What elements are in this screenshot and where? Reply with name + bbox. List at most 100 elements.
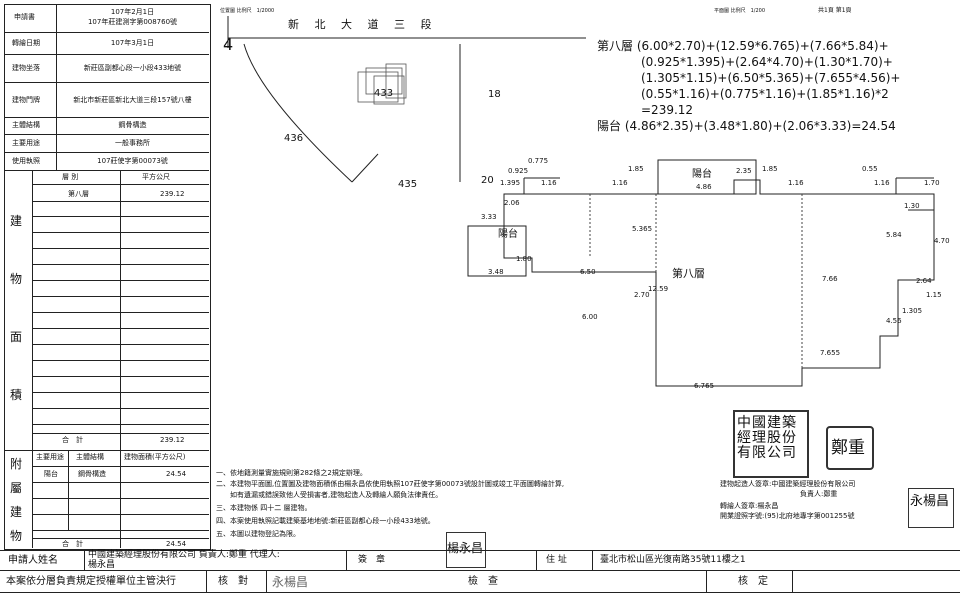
dim-116a: 1.16 bbox=[541, 179, 557, 187]
dim-130: 1.30 bbox=[904, 202, 920, 210]
attached-total-value: 24.54 bbox=[166, 540, 187, 548]
builder-signature: 建物起造人簽章:中國建築經理股份有限公司 bbox=[720, 480, 856, 488]
label-address: 建物門牌 bbox=[12, 96, 40, 104]
applicant-agent: 楊永昌 bbox=[88, 560, 116, 570]
applicant-name: 中國建築經理股份有限公司 負責人:鄭重 代理人: bbox=[88, 550, 280, 560]
note-5: 五、本圖以建物登記為限。 bbox=[216, 530, 300, 538]
application-number: 107年莊建測字第008760號 bbox=[87, 18, 178, 26]
attached-row-area: 24.54 bbox=[166, 470, 187, 478]
drafter-signature: 轉繪人簽章:楊永昌 bbox=[720, 502, 779, 510]
label-use: 主要用途 bbox=[12, 139, 40, 147]
dim-470: 4.70 bbox=[934, 237, 950, 245]
signer-seal: 永楊昌 bbox=[908, 488, 954, 528]
label-license: 使用執照 bbox=[12, 157, 40, 165]
sign-label: 簽 章 bbox=[358, 555, 386, 565]
formula-floor8-2: (0.925*1.395)+(2.64*4.70)+(1.30*1.70)+ bbox=[641, 55, 893, 69]
label-application: 申請書 bbox=[14, 13, 35, 21]
formula-floor8-4: (0.55*1.16)+(0.775*1.16)+(1.85*1.16)*2 bbox=[641, 87, 889, 101]
inspector-stamp: 永楊昌 bbox=[272, 575, 309, 589]
main-use: 一般事務所 bbox=[115, 139, 150, 147]
lot-435: 435 bbox=[398, 179, 418, 190]
applicant-address: 臺北市松山區光復南路35號11樓之1 bbox=[600, 555, 746, 565]
approve-label: 核 定 bbox=[738, 576, 768, 587]
attached-header-structure: 主體結構 bbox=[76, 453, 104, 461]
main-structure: 鋼骨構造 bbox=[118, 121, 147, 129]
dim-264: 2.64 bbox=[916, 277, 932, 285]
area-total-value: 239.12 bbox=[160, 436, 185, 444]
parcel-divider bbox=[351, 153, 379, 183]
area-header-layer: 層 別 bbox=[62, 173, 79, 181]
note-1: 一、依地籍測量實施規則第282條之2規定辦理。 bbox=[216, 469, 367, 477]
area-row-value: 239.12 bbox=[160, 190, 185, 198]
dim-185b: 1.85 bbox=[762, 165, 778, 173]
attached-side-1: 附 bbox=[10, 457, 23, 471]
label-transfer-date: 轉繪日期 bbox=[12, 39, 40, 47]
check-label: 核 對 bbox=[218, 576, 248, 587]
dim-0775: 0.775 bbox=[528, 157, 549, 165]
side-label-3: 面 bbox=[10, 330, 23, 344]
lot-18: 18 bbox=[488, 89, 501, 100]
dim-600: 6.00 bbox=[582, 313, 598, 321]
dim-650: 6.50 bbox=[580, 268, 596, 276]
attached-row-structure: 鋼骨構造 bbox=[78, 470, 106, 478]
formula-floor8-1: 第八層 (6.00*2.70)+(12.59*6.765)+(7.66*5.84… bbox=[597, 39, 889, 53]
dim-170: 1.70 bbox=[924, 179, 940, 187]
building-location: 新莊區副都心段一小段433地號 bbox=[83, 64, 182, 72]
note-4: 四、本案使用執照記載建築基地地號:新莊區副都心段一小段433地號。 bbox=[216, 517, 435, 525]
note-2: 二、本建物平面圖,位置圖及建物面積係由楊永昌依使用執照107莊使字第00073號… bbox=[216, 480, 565, 488]
area-header-unit: 平方公尺 bbox=[142, 173, 170, 181]
formula-floor8-5: =239.12 bbox=[641, 103, 694, 117]
lot-436: 436 bbox=[284, 133, 304, 144]
address-label: 住 址 bbox=[546, 555, 567, 565]
formula-floor8-3: (1.305*1.15)+(6.50*5.365)+(7.655*4.56)+ bbox=[641, 71, 901, 85]
dim-5365: 5.365 bbox=[632, 225, 653, 233]
applicant-label: 申請人姓名 bbox=[8, 555, 58, 566]
dim-1305: 1.305 bbox=[902, 307, 923, 315]
note-2b: 如有遺漏或錯誤致他人受損害者,建物起造人及轉繪人願負法律責任。 bbox=[216, 491, 443, 499]
drafter-license: 開業證照字號:(95)北府地專字第001255號 bbox=[720, 512, 855, 520]
dim-116b: 1.16 bbox=[612, 179, 628, 187]
attached-side-4: 物 bbox=[10, 529, 23, 543]
company-seal-text: 中國建築經理股份有限公司 bbox=[737, 415, 797, 461]
side-label-2: 物 bbox=[10, 272, 23, 286]
plan-balcony-top: 陽台 bbox=[692, 169, 712, 180]
responsible-seal-text: 鄭重 bbox=[831, 438, 865, 458]
inspect-label: 檢 查 bbox=[468, 576, 498, 587]
attached-header-use: 主要用途 bbox=[36, 453, 64, 461]
dim-333: 3.33 bbox=[481, 213, 497, 221]
dim-180: 1.80 bbox=[516, 255, 532, 263]
lot-20: 20 bbox=[481, 175, 494, 186]
attached-total-label: 合 計 bbox=[62, 540, 83, 548]
delegation-note: 本案依分層負責規定授權單位主管決行 bbox=[6, 576, 176, 587]
attached-row-use: 陽台 bbox=[44, 470, 58, 478]
plan-floor-label: 第八層 bbox=[672, 267, 705, 280]
applicant-seal-text: 楊永昌 bbox=[447, 541, 484, 555]
dim-766: 7.66 bbox=[822, 275, 838, 283]
use-license: 107莊使字第00073號 bbox=[97, 157, 168, 165]
road-name: 新 北 大 道 三 段 bbox=[288, 18, 438, 31]
dim-185a: 1.85 bbox=[628, 165, 644, 173]
dim-270: 2.70 bbox=[634, 291, 650, 299]
dim-206: 2.06 bbox=[504, 199, 520, 207]
location-map: 4 bbox=[223, 16, 586, 183]
north-arrow-number: 4 bbox=[223, 35, 233, 54]
side-label-4: 積 bbox=[10, 388, 23, 402]
info-table bbox=[4, 4, 211, 550]
dim-1259: 12.59 bbox=[648, 285, 669, 293]
attached-side-3: 建 bbox=[10, 505, 23, 519]
company-seal: 中國建築經理股份有限公司 bbox=[733, 410, 809, 478]
dim-0925: 0.925 bbox=[508, 167, 529, 175]
dim-116c: 1.16 bbox=[788, 179, 804, 187]
dim-055: 0.55 bbox=[862, 165, 878, 173]
builder-responsible: 負責人:鄭重 bbox=[800, 490, 838, 498]
dim-348: 3.48 bbox=[488, 268, 504, 276]
plan-balcony-left: 陽台 bbox=[498, 229, 518, 240]
signer-seal-text: 永楊昌 bbox=[910, 494, 950, 509]
balcony-left bbox=[467, 225, 527, 277]
area-row-layer: 第八層 bbox=[68, 190, 89, 198]
dim-584: 5.84 bbox=[886, 231, 902, 239]
dim-7655: 7.655 bbox=[820, 349, 841, 357]
dim-456: 4.56 bbox=[886, 317, 902, 325]
page-count: 共1頁 第1頁 bbox=[818, 7, 852, 14]
floor-plan bbox=[467, 159, 935, 387]
